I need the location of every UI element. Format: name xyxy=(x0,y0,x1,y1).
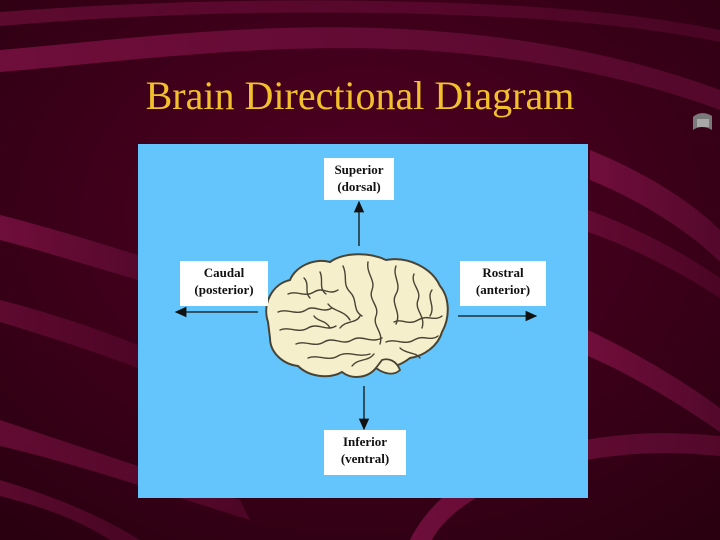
label-superior-synonym: (dorsal) xyxy=(337,179,381,194)
label-rostral-synonym: (anterior) xyxy=(475,282,531,297)
label-inferior: Inferior (ventral) xyxy=(324,430,406,475)
corner-ornament xyxy=(693,113,712,130)
label-superior-term: Superior xyxy=(334,162,384,177)
label-superior: Superior (dorsal) xyxy=(324,158,394,200)
label-inferior-term: Inferior xyxy=(342,434,388,449)
label-rostral: Rostral (anterior) xyxy=(460,261,546,306)
diagram-panel: Superior (dorsal) Caudal (posterior) Ros… xyxy=(138,144,588,498)
label-caudal-term: Caudal xyxy=(203,265,245,280)
brain-illustration xyxy=(265,253,449,378)
label-inferior-synonym: (ventral) xyxy=(340,451,390,466)
label-caudal-synonym: (posterior) xyxy=(194,282,254,297)
slide-title: Brain Directional Diagram xyxy=(145,73,575,118)
label-rostral-term: Rostral xyxy=(482,265,524,280)
label-caudal: Caudal (posterior) xyxy=(180,261,268,306)
